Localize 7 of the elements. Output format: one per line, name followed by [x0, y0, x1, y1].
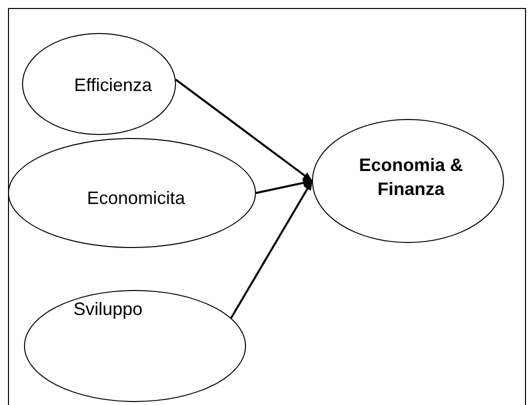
node-label: Economia & Finanza	[358, 154, 464, 202]
arrow	[175, 78, 313, 182]
node-label: Economicita	[86, 187, 186, 210]
arrow	[256, 178, 313, 194]
node-label: Sviluppo	[72, 298, 144, 321]
arrow	[230, 180, 313, 318]
node-label: Efficienza	[73, 74, 153, 97]
